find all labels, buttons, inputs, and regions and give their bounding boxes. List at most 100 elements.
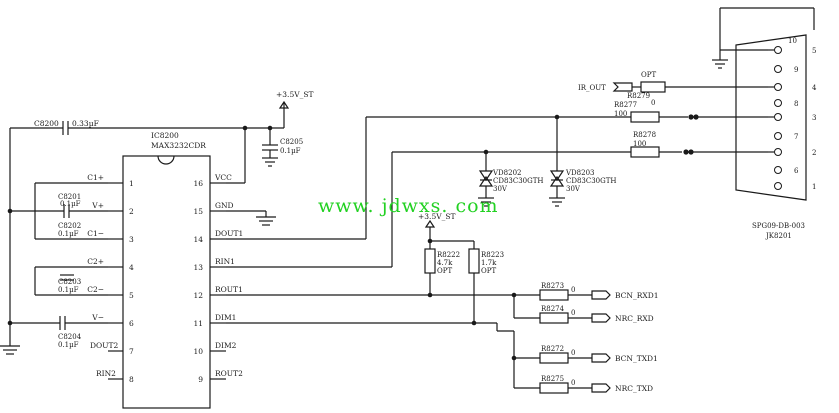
connector-pin: 3 bbox=[812, 114, 816, 122]
uart-nets: R8273 0 R8274 0 BCN_RXD1 NRC_RXD R8272 0… bbox=[226, 282, 658, 394]
vd8202-symbol bbox=[478, 170, 494, 182]
vd8203-voltage: 30V bbox=[566, 185, 581, 193]
connector-pin: 6 bbox=[794, 167, 799, 175]
pin-number: 6 bbox=[129, 319, 134, 328]
port-arrow-icon bbox=[591, 353, 611, 363]
connector-pin: 5 bbox=[812, 47, 816, 55]
r8278-body bbox=[630, 146, 660, 158]
net-bcn-txd1: BCN_TXD1 bbox=[615, 354, 658, 363]
r8272-value: 0 bbox=[571, 349, 575, 357]
c8203-ref: C8203 bbox=[58, 278, 81, 286]
pin-name: V− bbox=[91, 313, 104, 322]
r8277-value: 100 bbox=[614, 110, 627, 118]
pin-name: DOUT2 bbox=[90, 341, 118, 350]
c8204-value: 0.1µF bbox=[58, 341, 79, 349]
pin-number: 11 bbox=[193, 319, 203, 328]
vd8203-symbol bbox=[549, 170, 565, 182]
connector-part: SPG09-DB-003 bbox=[752, 222, 805, 230]
pin-name: C2− bbox=[87, 285, 104, 294]
r8223-ref: R8223 bbox=[481, 251, 504, 259]
pin-number: 5 bbox=[129, 291, 134, 300]
pin-name: C2+ bbox=[87, 257, 104, 266]
r8222-body bbox=[424, 248, 436, 274]
pin-name: GND bbox=[215, 201, 234, 210]
connector-pin: 8 bbox=[794, 100, 798, 108]
ir-out-port-icon bbox=[612, 82, 633, 92]
pin-name: C1− bbox=[87, 229, 104, 238]
port-arrow-icon bbox=[591, 383, 611, 393]
pin-name: ROUT1 bbox=[215, 285, 243, 294]
power-rail-label: +3.5V_ST bbox=[418, 212, 456, 221]
pin-name: C1+ bbox=[87, 173, 104, 182]
r8278-ref: R8278 bbox=[633, 131, 656, 139]
c8204-ref: C8204 bbox=[58, 333, 82, 341]
vd8202-part: CD83C30GTH bbox=[493, 177, 544, 185]
c8203-value: 0.1µF bbox=[58, 286, 79, 294]
pin-number: 14 bbox=[193, 235, 203, 244]
r8273-value: 0 bbox=[571, 286, 575, 294]
c8202-value: 0.1µF bbox=[58, 230, 79, 238]
power-arrow-icon bbox=[278, 100, 290, 109]
rs232-lines: R8277 100 R8278 100 VD8202 CD83C30GTH 30… bbox=[226, 101, 768, 268]
db9-shell bbox=[735, 34, 807, 201]
shell-pin-label: 10 bbox=[788, 37, 797, 45]
r8274-value: 0 bbox=[571, 309, 575, 317]
c8201-ref: C8201 bbox=[58, 193, 81, 201]
vd8203-part: CD83C30GTH bbox=[566, 177, 617, 185]
r8274-ref: R8274 bbox=[541, 305, 565, 313]
ic-max3232: IC8200 MAX3232CDR 1 2 3 4 5 6 7 8 C1+ V+… bbox=[87, 131, 243, 409]
vd8202-ref: VD8202 bbox=[492, 169, 521, 177]
pin-number: 4 bbox=[129, 263, 134, 272]
connector-ref: JK8201 bbox=[765, 232, 792, 240]
r8279-ref: R8279 bbox=[627, 92, 650, 100]
r8277-body bbox=[630, 111, 660, 123]
vd8202-voltage: 30V bbox=[493, 185, 508, 193]
port-arrow-icon bbox=[591, 290, 611, 300]
pin-name: DOUT1 bbox=[215, 229, 243, 238]
vd8203-ref: VD8203 bbox=[565, 169, 594, 177]
ic-designator: IC8200 bbox=[151, 131, 179, 140]
power-arrow-icon bbox=[424, 219, 436, 228]
connector-pin: 9 bbox=[794, 66, 798, 74]
r8275-ref: R8275 bbox=[541, 375, 564, 383]
r8278-value: 100 bbox=[633, 140, 646, 148]
net-nrc-txd: NRC_TXD bbox=[615, 384, 653, 393]
pin-number: 1 bbox=[129, 179, 134, 188]
c8202-ref: C8202 bbox=[58, 222, 81, 230]
ic-notch bbox=[157, 155, 175, 165]
net-nrc-rxd: NRC_RXD bbox=[615, 314, 654, 323]
pin-number: 3 bbox=[129, 235, 134, 244]
r8279-opt: OPT bbox=[641, 71, 656, 79]
pin-name: RIN1 bbox=[215, 257, 235, 266]
pin-number: 12 bbox=[193, 291, 203, 300]
r8277-ref: R8277 bbox=[614, 101, 637, 109]
watermark: www. jdwxs. com bbox=[318, 195, 499, 217]
pin-number: 10 bbox=[193, 347, 203, 356]
c8205-ref: C8205 bbox=[280, 138, 303, 146]
pin-name: V+ bbox=[91, 201, 104, 210]
r8272-body bbox=[539, 352, 569, 364]
c8205-value: 0.1µF bbox=[280, 147, 301, 155]
ic-part-number: MAX3232CDR bbox=[151, 141, 206, 150]
r8272-ref: R8272 bbox=[541, 345, 564, 353]
r8222-ref: R8222 bbox=[437, 251, 460, 259]
pin-number: 7 bbox=[129, 347, 134, 356]
r8223-opt: OPT bbox=[481, 267, 496, 275]
connector-pin: 1 bbox=[812, 183, 816, 191]
pin-number: 15 bbox=[193, 207, 203, 216]
power-rail-label: +3.5V_ST bbox=[276, 90, 314, 99]
r8275-body bbox=[539, 382, 569, 394]
pin-number: 2 bbox=[129, 207, 134, 216]
pin-number: 13 bbox=[193, 263, 203, 272]
r8223-body bbox=[468, 248, 480, 274]
pin-name: DIM1 bbox=[215, 313, 236, 322]
c8200-ref: C8200 bbox=[34, 119, 59, 128]
connector-pin: 4 bbox=[812, 84, 817, 92]
c8200-value: 0.33µF bbox=[72, 119, 99, 128]
net-bcn-rxd1: BCN_RXD1 bbox=[615, 291, 658, 300]
ir-out-label: IR_OUT bbox=[578, 84, 606, 92]
port-arrow-icon bbox=[591, 313, 611, 323]
ir-out-net: IR_OUT OPT R8279 0 bbox=[578, 71, 768, 107]
pin-number: 8 bbox=[129, 375, 134, 384]
